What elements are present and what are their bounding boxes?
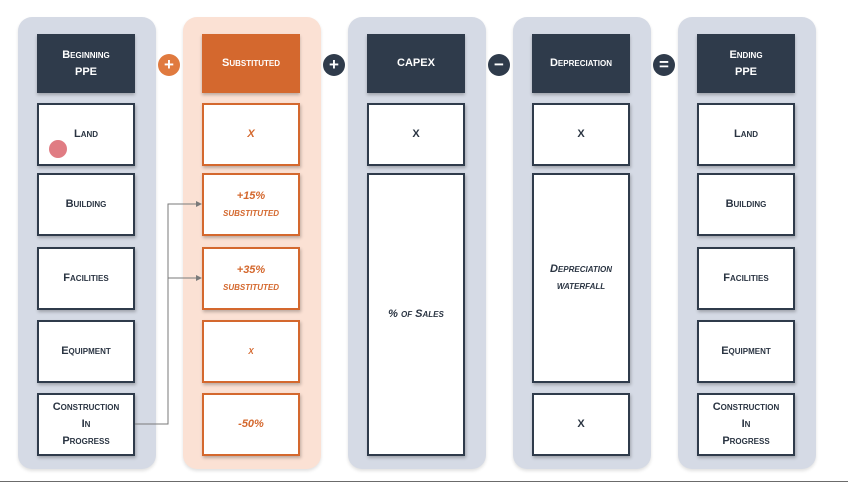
capex-header: CAPEX xyxy=(367,34,465,93)
beginning-equipment-box: Equipment xyxy=(37,320,135,383)
minus-operator-icon: − xyxy=(488,54,510,76)
substituted-building-box: +15% substituted xyxy=(202,173,300,236)
substituted-cip-box: -50% xyxy=(202,393,300,456)
depreciation-column: Depreciation X Depreciation waterfall X xyxy=(513,17,651,469)
depreciation-bottom-box: X xyxy=(532,393,630,456)
substituted-land-box: X xyxy=(202,103,300,166)
ending-ppe-column: Ending PPE Land Building Facilities Equi… xyxy=(678,17,816,469)
equals-operator-icon: = xyxy=(653,54,675,76)
substituted-column: Substituted X +15% substituted +35% subs… xyxy=(183,17,321,469)
capex-top-box: X xyxy=(367,103,465,166)
depreciation-header: Depreciation xyxy=(532,34,630,93)
beginning-ppe-column: Beginning PPE Land Building Facilities E… xyxy=(18,17,156,469)
beginning-cip-box: Construction In Progress xyxy=(37,393,135,456)
mouse-cursor-icon xyxy=(49,140,67,158)
ending-cip-box: Construction In Progress xyxy=(697,393,795,456)
bottom-divider xyxy=(0,481,848,482)
plus-operator-icon-2: + xyxy=(323,54,345,76)
capex-sales-box: % of Sales xyxy=(367,173,465,456)
ending-land-box: Land xyxy=(697,103,795,166)
beginning-building-box: Building xyxy=(37,173,135,236)
depreciation-waterfall-box: Depreciation waterfall xyxy=(532,173,630,383)
beginning-facilities-box: Facilities xyxy=(37,247,135,310)
beginning-ppe-header: Beginning PPE xyxy=(37,34,135,93)
ending-equipment-box: Equipment xyxy=(697,320,795,383)
substituted-facilities-box: +35% substituted xyxy=(202,247,300,310)
substituted-header: Substituted xyxy=(202,34,300,93)
ending-facilities-box: Facilities xyxy=(697,247,795,310)
plus-operator-icon: + xyxy=(158,54,180,76)
substituted-equipment-box: x xyxy=(202,320,300,383)
capex-column: CAPEX X % of Sales xyxy=(348,17,486,469)
ending-ppe-header: Ending PPE xyxy=(697,34,795,93)
connector-to-15pct xyxy=(135,201,202,425)
ending-building-box: Building xyxy=(697,173,795,236)
depreciation-top-box: X xyxy=(532,103,630,166)
